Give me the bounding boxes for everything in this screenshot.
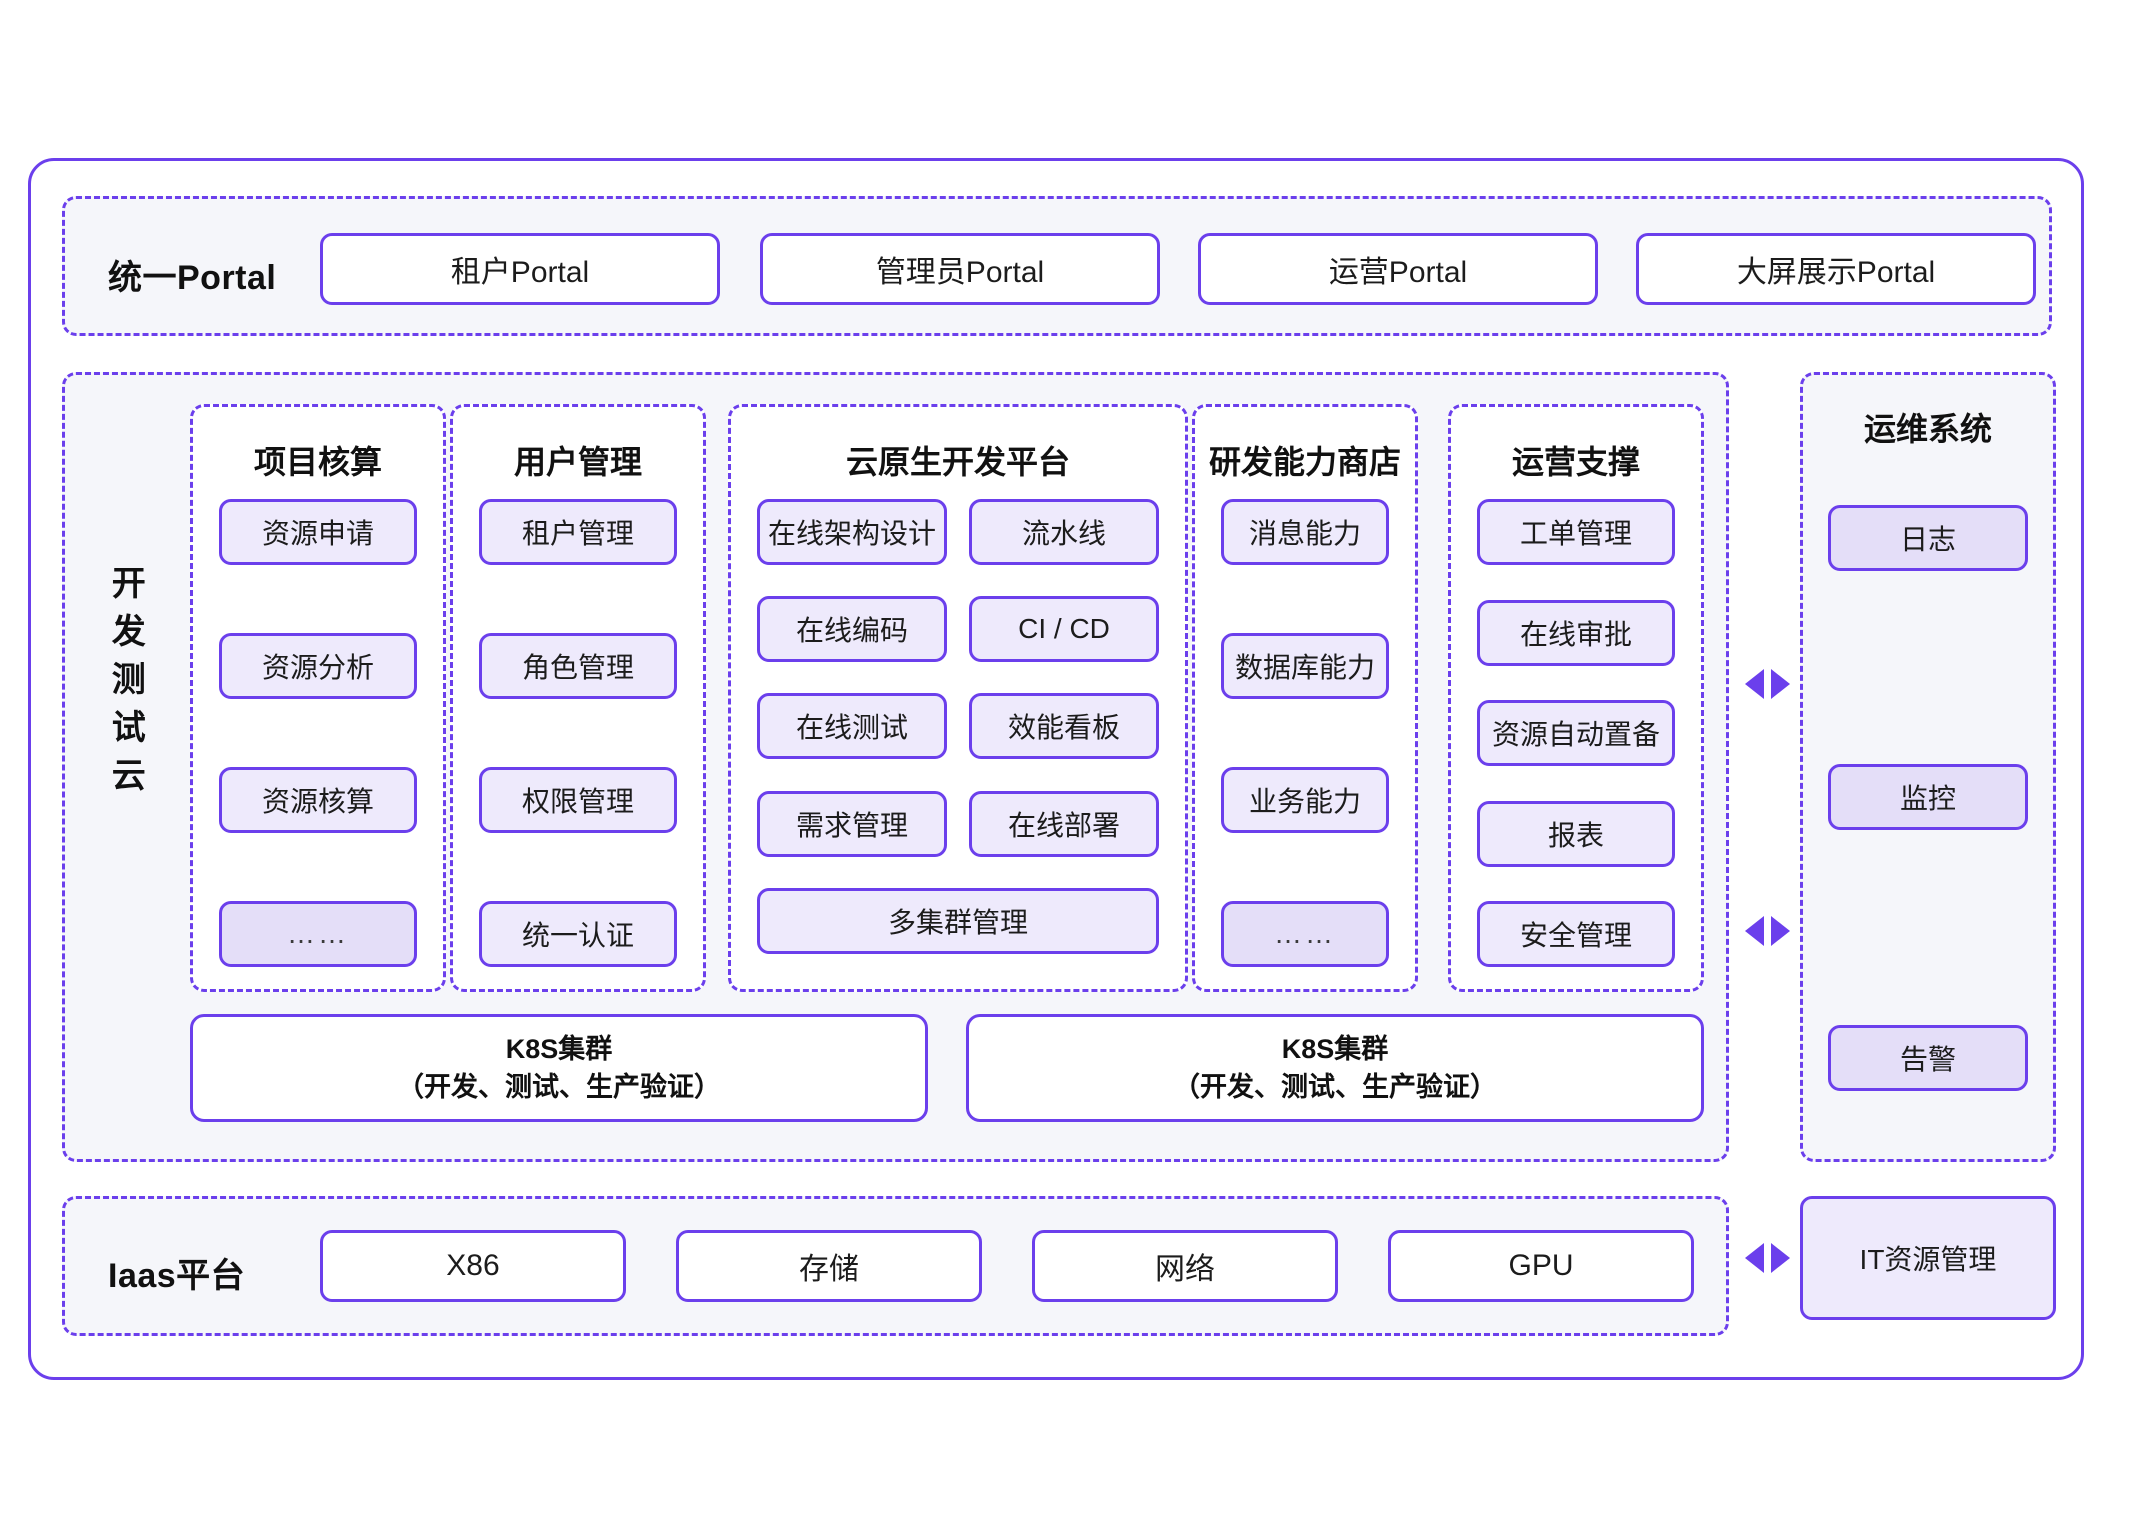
chip-online-testing[interactable]: 在线测试 <box>757 693 947 760</box>
portal-row-label: 统一Portal <box>108 259 277 297</box>
group-project-accounting: 项目核算 资源申请 资源分析 资源核算 …… <box>190 404 446 992</box>
chip-role-management[interactable]: 角色管理 <box>479 633 677 699</box>
portal-button-admin[interactable]: 管理员Portal <box>760 233 1160 305</box>
chip-capability-store-more[interactable]: …… <box>1221 901 1389 967</box>
dev-test-cloud-label: 开发测试云 <box>111 565 147 795</box>
portal-button-operations[interactable]: 运营Portal <box>1198 233 1598 305</box>
ops-system-title: 运维系统 <box>1863 411 1992 447</box>
chip-alerting[interactable]: 告警 <box>1828 1025 2028 1091</box>
chip-online-coding[interactable]: 在线编码 <box>757 596 947 663</box>
ops-arrow-bottom <box>1745 916 1790 946</box>
chip-unified-auth[interactable]: 统一认证 <box>479 901 677 967</box>
chip-message-capability[interactable]: 消息能力 <box>1221 499 1389 565</box>
chip-multi-cluster-management[interactable]: 多集群管理 <box>757 887 1159 954</box>
group-title-capability-store: 研发能力商店 <box>1208 444 1401 480</box>
chip-pipeline[interactable]: 流水线 <box>969 499 1159 565</box>
chip-resource-accounting[interactable]: 资源核算 <box>219 767 417 833</box>
k8s-cluster-1-line2: （开发、测试、生产验证） <box>397 1072 721 1102</box>
iaas-button-x86[interactable]: X86 <box>320 1230 626 1302</box>
chip-resource-analysis[interactable]: 资源分析 <box>219 633 417 699</box>
chip-auto-provisioning[interactable]: 资源自动置备 <box>1477 700 1675 766</box>
it-resource-management-box[interactable]: IT资源管理 <box>1800 1196 2056 1320</box>
k8s-cluster-1-line1: K8S集群 <box>505 1034 613 1064</box>
group-title-project-accounting: 项目核算 <box>253 444 382 480</box>
chip-ticket-management[interactable]: 工单管理 <box>1477 499 1675 565</box>
k8s-cluster-2-line2: （开发、测试、生产验证） <box>1173 1072 1497 1102</box>
chip-report[interactable]: 报表 <box>1477 800 1675 867</box>
k8s-cluster-box-1[interactable]: K8S集群 （开发、测试、生产验证） <box>190 1014 928 1122</box>
chip-project-accounting-more[interactable]: …… <box>219 901 417 967</box>
chip-efficiency-dashboard[interactable]: 效能看板 <box>969 693 1159 760</box>
chip-resource-apply[interactable]: 资源申请 <box>219 499 417 565</box>
group-capability-store: 研发能力商店 消息能力 数据库能力 业务能力 …… <box>1192 404 1418 992</box>
iaas-button-storage[interactable]: 存储 <box>676 1230 982 1302</box>
chip-monitoring[interactable]: 监控 <box>1828 764 2028 830</box>
chip-online-deployment[interactable]: 在线部署 <box>969 790 1159 857</box>
chip-tenant-management[interactable]: 租户管理 <box>479 499 677 565</box>
group-title-user-management: 用户管理 <box>513 444 642 480</box>
group-user-management: 用户管理 租户管理 角色管理 权限管理 统一认证 <box>450 404 706 992</box>
arrow-right-icon <box>1771 1243 1790 1273</box>
chip-log[interactable]: 日志 <box>1828 505 2028 571</box>
k8s-cluster-box-2[interactable]: K8S集群 （开发、测试、生产验证） <box>966 1014 1704 1122</box>
portal-button-bigscreen[interactable]: 大屏展示Portal <box>1636 233 2036 305</box>
group-title-operations-support: 运营支撑 <box>1511 444 1640 480</box>
k8s-cluster-2-line1: K8S集群 <box>1281 1034 1389 1064</box>
chip-permission-management[interactable]: 权限管理 <box>479 767 677 833</box>
chip-online-approval[interactable]: 在线审批 <box>1477 599 1675 666</box>
arrow-right-icon <box>1771 669 1790 699</box>
iaas-row-label: Iaas平台 <box>108 1257 246 1295</box>
group-operations-support: 运营支撑 工单管理 在线审批 资源自动置备 报表 安全管理 <box>1448 404 1704 992</box>
ops-arrow-top <box>1745 669 1790 699</box>
chip-security-management[interactable]: 安全管理 <box>1477 901 1675 967</box>
chip-ci-cd[interactable]: CI / CD <box>969 596 1159 663</box>
iaas-arrow <box>1745 1243 1790 1273</box>
chip-online-architecture-design[interactable]: 在线架构设计 <box>757 499 947 565</box>
iaas-button-network[interactable]: 网络 <box>1032 1230 1338 1302</box>
group-cloud-native-platform: 云原生开发平台 在线架构设计 流水线 在线编码 CI / CD 在线测试 效能看… <box>728 404 1188 992</box>
chip-business-capability[interactable]: 业务能力 <box>1221 767 1389 833</box>
chip-requirement-management[interactable]: 需求管理 <box>757 790 947 857</box>
arrow-right-icon <box>1771 916 1790 946</box>
arrow-left-icon <box>1745 1243 1764 1273</box>
group-title-cloud-native-platform: 云原生开发平台 <box>845 444 1070 480</box>
arrow-left-icon <box>1745 669 1764 699</box>
portal-button-tenant[interactable]: 租户Portal <box>320 233 720 305</box>
chip-database-capability[interactable]: 数据库能力 <box>1221 633 1389 699</box>
iaas-button-gpu[interactable]: GPU <box>1388 1230 1694 1302</box>
arrow-left-icon <box>1745 916 1764 946</box>
